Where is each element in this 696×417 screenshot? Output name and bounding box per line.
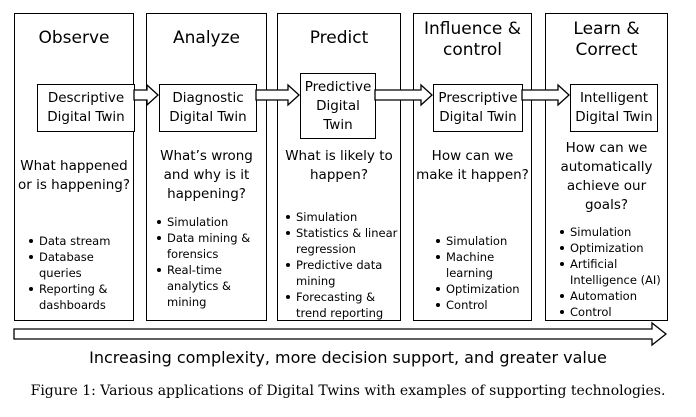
twin-box: Intelligent Digital Twin	[570, 84, 658, 132]
technology-item: Database queries	[27, 249, 127, 281]
technology-item: Simulation	[434, 233, 530, 249]
complexity-arrow	[13, 321, 668, 347]
stage-question: What’s wrong and why is it happening?	[160, 148, 253, 202]
technology-item: Data mining & forensics	[155, 230, 263, 262]
stage-question: How can we make it happen?	[416, 148, 529, 183]
flow-arrow	[133, 83, 159, 107]
stage-title: Observe	[38, 28, 110, 48]
technology-item: Forecasting & trend reporting	[284, 289, 400, 321]
stage-title: Predict	[309, 28, 369, 48]
stage-title: Influence & control	[424, 19, 521, 60]
technology-item: Simulation	[284, 209, 400, 225]
technology-item: Reporting & dashboards	[27, 281, 127, 313]
stage-question: What is likely to happen?	[285, 148, 393, 183]
technology-item: Machine learning	[434, 249, 530, 281]
twin-box: Descriptive Digital Twin	[37, 84, 135, 132]
technology-item: Automation	[558, 288, 668, 304]
stage-title: Analyze	[173, 28, 240, 48]
flow-arrow	[521, 83, 570, 107]
stage-question: What happened or is happening?	[17, 158, 131, 193]
technology-item: Control	[558, 304, 668, 320]
twin-box: Prescriptive Digital Twin	[433, 84, 523, 132]
technology-item: Control	[434, 297, 530, 313]
flow-arrow	[374, 83, 433, 107]
technology-item: Data stream	[27, 233, 127, 249]
flow-arrow	[255, 83, 300, 107]
technology-item: Predictive data mining	[284, 257, 400, 289]
technology-item: Optimization	[434, 281, 530, 297]
technology-item: Artificial Intelligence (AI)	[558, 256, 668, 288]
technology-item: Real-time analytics & mining	[155, 262, 263, 310]
technology-item: Optimization	[558, 240, 668, 256]
twin-box: Predictive Digital Twin	[300, 73, 376, 139]
technology-item: Simulation	[558, 224, 668, 240]
technology-item: Simulation	[155, 214, 263, 230]
stage-question: How can we automatically achieve our goa…	[560, 140, 653, 213]
figure-caption: Figure 1: Various applications of Digita…	[30, 383, 666, 399]
stage-title: Learn & Correct	[573, 19, 640, 60]
value-banner: Increasing complexity, more decision sup…	[89, 348, 607, 367]
technology-item: Statistics & linear regression	[284, 225, 400, 257]
twin-box: Diagnostic Digital Twin	[159, 84, 257, 132]
